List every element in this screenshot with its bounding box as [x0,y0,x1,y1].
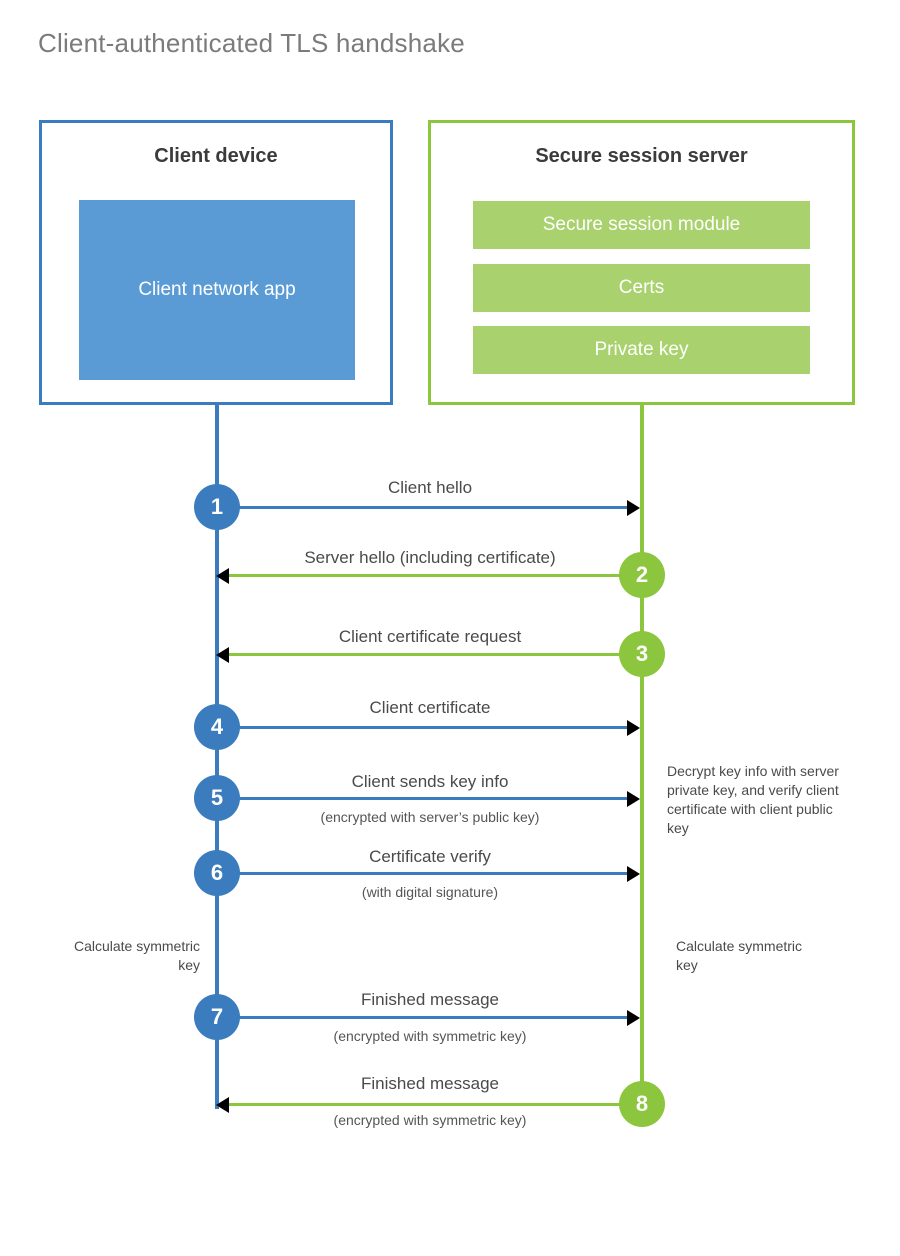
step-6-marker: 6 [194,850,240,896]
server-calculate-symmetric-key-note: Calculate symmetric key [676,938,803,973]
client-device-box: Client device Client network app [39,120,393,405]
client-device-title: Client device [154,145,278,167]
step-2-arrow-head [216,568,229,584]
step-8-marker: 8 [619,1081,665,1127]
step-1-marker: 1 [194,484,240,530]
step-2-label: Server hello (including certificate) [304,548,556,567]
step-8-label: Finished message [361,1074,499,1093]
step-7-sublabel: (encrypted with symmetric key) [333,1028,527,1044]
step-7-marker: 7 [194,994,240,1040]
step-5-sublabel: (encrypted with server’s public key) [320,809,540,825]
step-8-sublabel: (encrypted with symmetric key) [333,1112,527,1128]
step-4-arrow-line [219,726,629,729]
step-3-arrow-line [228,653,640,656]
client-calculate-symmetric-key-note: Calculate symmetric key [73,938,200,973]
server-component-private-key: Private key [473,326,810,374]
step-5-arrow-head [627,791,640,807]
step-7-arrow-line [219,1016,629,1019]
step-7-arrow-head [627,1010,640,1026]
step-5-marker: 5 [194,775,240,821]
step-8-arrow-head [216,1097,229,1113]
step-7-label: Finished message [361,990,499,1009]
page-title: Client-authenticated TLS handshake [38,28,465,58]
server-lifeline [640,405,644,1105]
client-lifeline [215,405,219,1109]
step-6-arrow-line [219,872,629,875]
step-3-arrow-head [216,647,229,663]
server-component-secure-session-module: Secure session module [473,201,810,249]
step-1-arrow-head [627,500,640,516]
step-4-label: Client certificate [369,698,491,717]
client-network-app-block: Client network app [79,200,355,380]
step-3-label: Client certificate request [338,627,522,646]
step-2-marker: 2 [619,552,665,598]
step-6-label: Certificate verify [369,847,491,866]
step-4-arrow-head [627,720,640,736]
secure-session-server-title: Secure session server [535,145,748,167]
secure-session-server-box: Secure session server Secure session mod… [428,120,855,405]
step-1-arrow-line [219,506,629,509]
step-3-marker: 3 [619,631,665,677]
step-8-arrow-line [228,1103,640,1106]
step-6-sublabel: (with digital signature) [361,884,499,900]
step-2-arrow-line [228,574,640,577]
server-decrypt-note: Decrypt key info with server private key… [667,763,839,836]
step-6-arrow-head [627,866,640,882]
server-component-certs: Certs [473,264,810,312]
step-4-marker: 4 [194,704,240,750]
step-5-label: Client sends key info [351,772,509,791]
step-5-arrow-line [219,797,629,800]
step-1-label: Client hello [387,478,473,497]
